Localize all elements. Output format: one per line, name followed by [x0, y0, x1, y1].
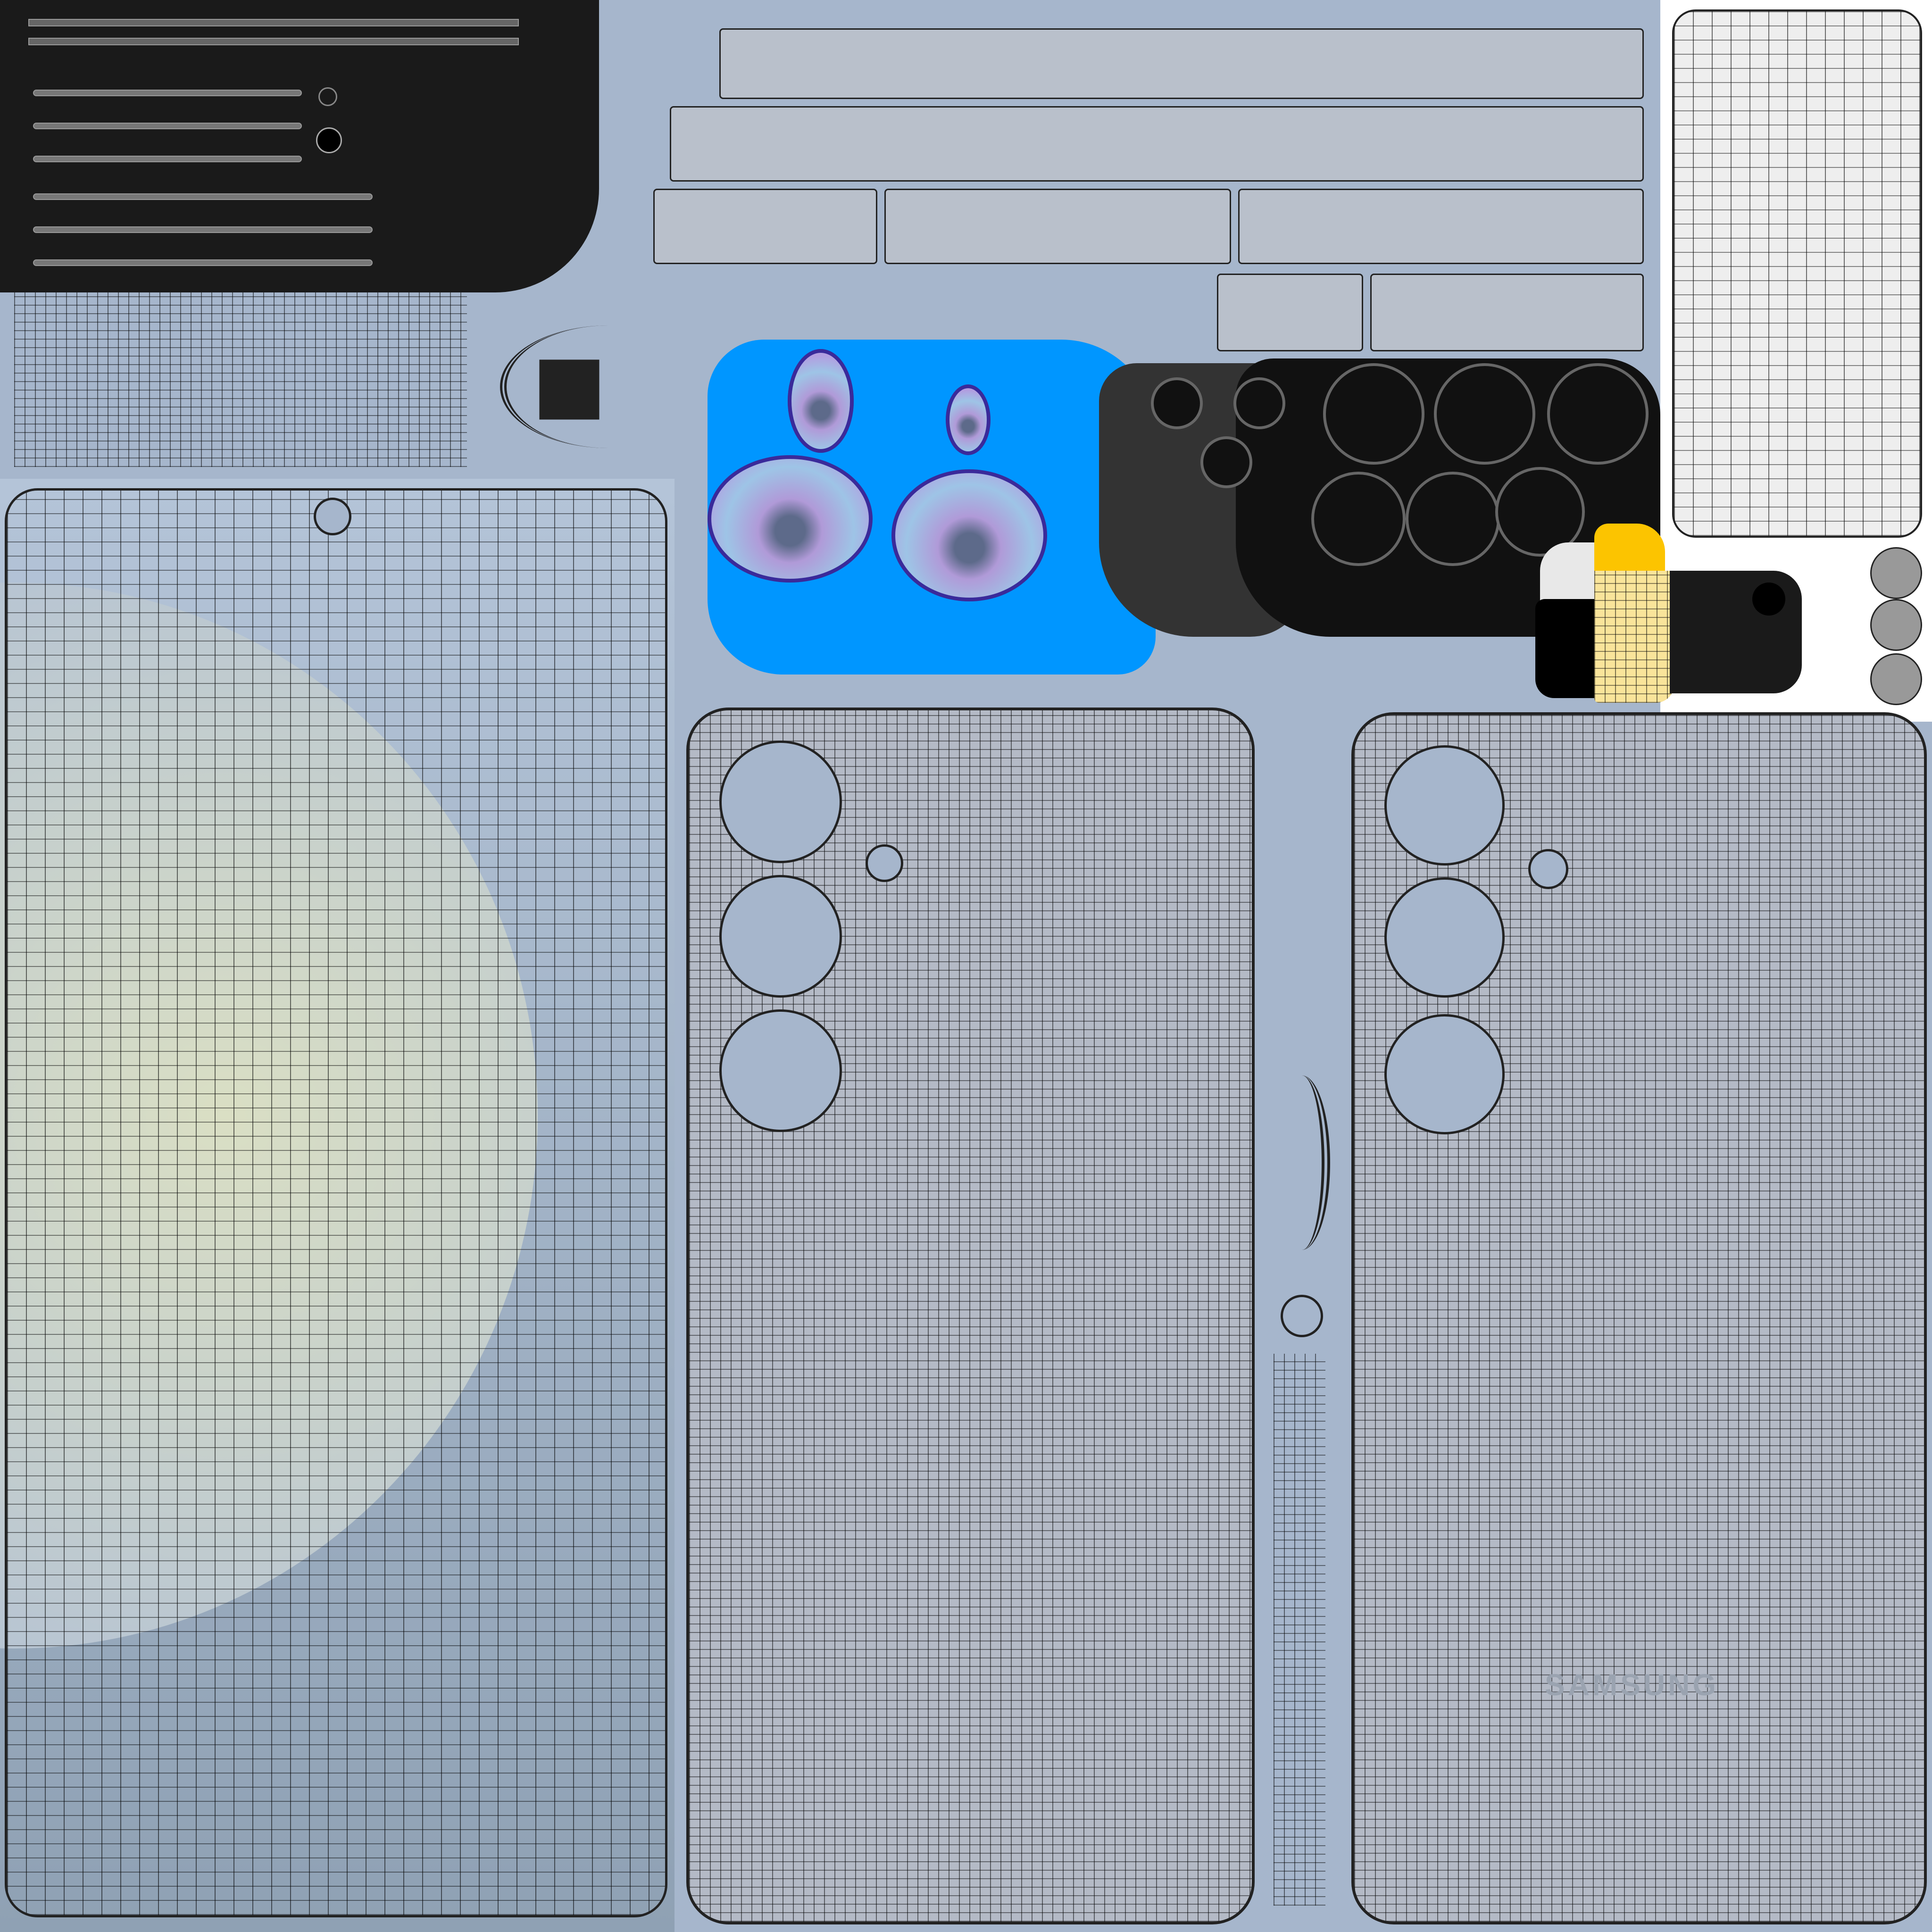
frame-strip-2 — [670, 106, 1644, 182]
side-strip — [33, 90, 302, 96]
black-dot — [1752, 583, 1785, 616]
small-ring — [1281, 1295, 1323, 1337]
camera-lens — [891, 469, 1047, 601]
button-strips — [14, 292, 467, 467]
camera-ring — [1495, 467, 1585, 557]
frame-strip-top — [719, 28, 1644, 99]
camera-cutout — [719, 875, 842, 998]
frame-strip-3c — [1238, 189, 1644, 264]
side-strip — [33, 259, 373, 266]
dark-strips-island — [0, 0, 599, 292]
mesh-sphere — [1870, 653, 1922, 705]
camera-ring — [1323, 363, 1424, 465]
camera-cutout — [1384, 877, 1505, 998]
camera-cutout — [719, 1009, 842, 1132]
camera-cutout — [719, 741, 842, 863]
camera-cutout — [1384, 745, 1505, 866]
frame-strip-3a — [653, 189, 877, 264]
camera-lens — [946, 384, 991, 455]
side-arcs — [1274, 1075, 1330, 1250]
camera-ring — [1406, 472, 1500, 566]
side-strip — [33, 123, 302, 129]
side-panel-wire — [1672, 9, 1922, 538]
frame-strip-3b — [884, 189, 1231, 264]
camera-ring — [1200, 436, 1252, 488]
camera-lens — [708, 455, 873, 583]
camera-ring — [1233, 377, 1285, 429]
arc-pieces — [500, 325, 717, 448]
side-strip — [33, 226, 373, 233]
screen-wireframe — [5, 488, 667, 1917]
flash-cutout — [866, 844, 903, 882]
camera-lens — [788, 349, 854, 453]
side-strip — [28, 19, 519, 26]
camera-ring — [1311, 472, 1406, 566]
side-strip — [33, 156, 302, 162]
side-strip — [28, 38, 519, 45]
mesh-sphere — [1870, 599, 1922, 651]
camera-ring — [1151, 377, 1203, 429]
frame-strip-4a — [1217, 274, 1363, 351]
mesh-sphere — [1870, 547, 1922, 599]
pale-yellow-island — [1594, 571, 1674, 703]
front-camera-cutout — [314, 498, 351, 535]
side-segments — [1274, 1354, 1325, 1906]
camera-ring — [1547, 363, 1649, 465]
side-strip — [33, 193, 373, 200]
brand-logo: SAMSUNG — [1545, 1668, 1719, 1702]
frame-strip-4b — [1370, 274, 1644, 351]
small-circle — [318, 87, 337, 106]
flash-cutout — [1528, 849, 1568, 889]
small-circle — [316, 127, 342, 153]
camera-ring — [1434, 363, 1535, 465]
camera-cutout — [1384, 1014, 1505, 1134]
